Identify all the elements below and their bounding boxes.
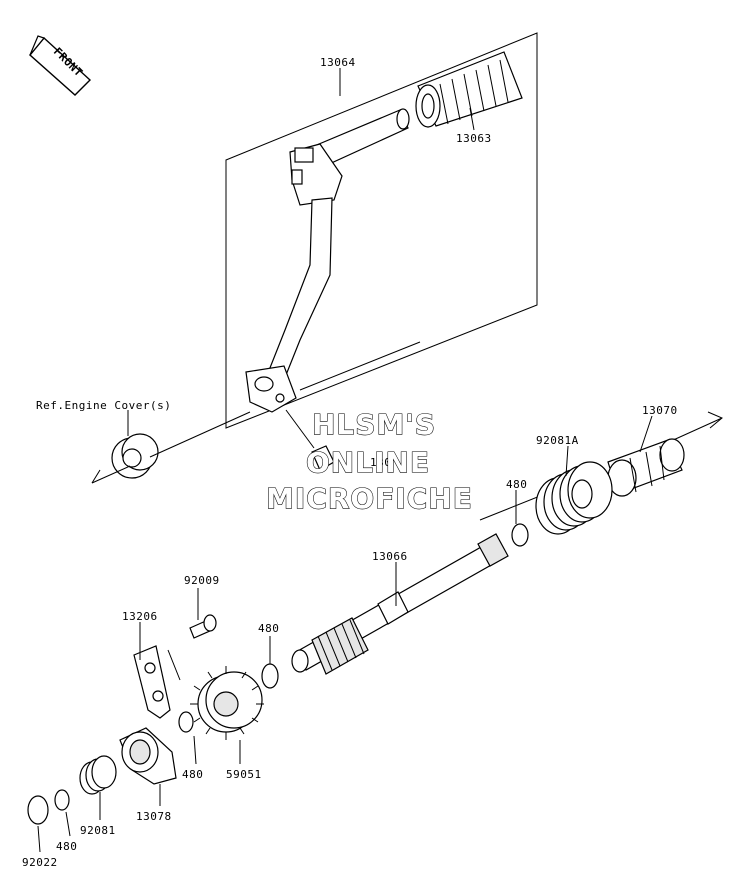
ratchet-spring <box>79 755 117 795</box>
label-13206: 13206 <box>122 610 158 623</box>
label-13070: 13070 <box>642 404 678 417</box>
kick-spring <box>535 461 613 535</box>
label-480-lower: 480 <box>182 768 203 781</box>
kick-shaft <box>291 533 509 675</box>
circlip-middle <box>261 663 279 689</box>
watermark-line2: ONLINE <box>306 446 430 479</box>
kick-pedal-rubber <box>415 51 523 128</box>
bolt-92009 <box>189 614 217 639</box>
label-92081A: 92081A <box>536 434 579 447</box>
label-ref-engine-cover: Ref.Engine Cover(s) <box>36 399 171 412</box>
label-92009: 92009 <box>184 574 220 587</box>
kick-pedal-assembly-boundary <box>225 32 538 429</box>
kick-pedal-arm <box>245 108 410 413</box>
circlip-far <box>54 789 70 811</box>
kick-gear <box>190 666 264 740</box>
ratchet-guide <box>607 438 685 497</box>
watermark-line3: MICROFICHE <box>266 482 473 515</box>
label-59051: 59051 <box>226 768 262 781</box>
leader-lines <box>37 68 653 853</box>
circlip-upper <box>511 523 529 547</box>
circlip-lower <box>178 711 194 733</box>
label-13063: 13063 <box>456 132 492 145</box>
ratchet-stopper <box>133 645 171 719</box>
label-130: 130 <box>370 456 391 469</box>
label-480-upper: 480 <box>506 478 527 491</box>
label-92081: 92081 <box>80 824 116 837</box>
label-480-far: 480 <box>56 840 77 853</box>
label-480-middle: 480 <box>258 622 279 635</box>
watermark-line1: HLSM'S <box>312 408 436 441</box>
label-13078: 13078 <box>136 810 172 823</box>
upper-centerline <box>91 341 421 484</box>
kick-ratchet <box>119 727 177 785</box>
label-13066: 13066 <box>372 550 408 563</box>
label-92022: 92022 <box>22 856 58 869</box>
engine-cover-seal <box>111 433 159 479</box>
label-13064: 13064 <box>320 56 356 69</box>
bolt-130 <box>285 409 335 471</box>
washer-92022 <box>27 795 49 825</box>
front-arrow-icon: FRONT <box>29 35 92 96</box>
